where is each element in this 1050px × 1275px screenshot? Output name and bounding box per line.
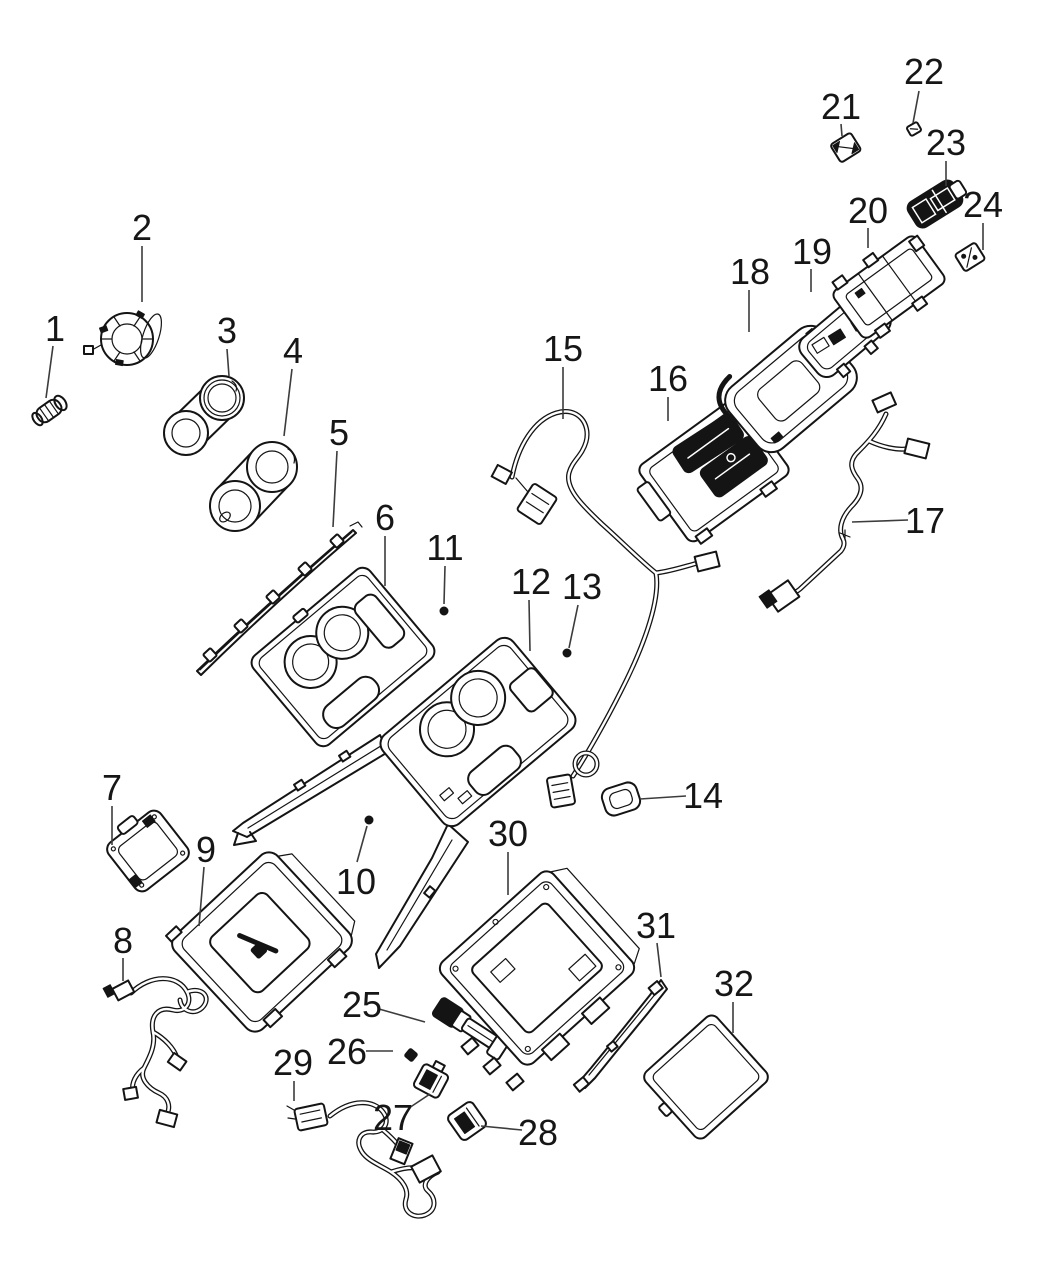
callout-19-label: 19 <box>792 231 832 272</box>
part-27-drawing <box>412 1059 450 1099</box>
callout-3-leader <box>226 348 230 377</box>
callout-7-label: 7 <box>102 767 122 808</box>
callout-17-label: 17 <box>905 500 945 541</box>
part-24-drawing <box>954 242 986 272</box>
part-31-drawing <box>572 979 668 1093</box>
callout-11-label: 11 <box>426 527 463 568</box>
part-15-drawing <box>490 409 721 809</box>
callout-5-label: 5 <box>329 412 349 453</box>
callout-25-leader <box>378 1008 426 1023</box>
part-8-drawing <box>102 976 209 1129</box>
callout-28-leader <box>480 1125 523 1131</box>
callout-17-leader <box>851 519 909 523</box>
part-20-drawing <box>831 234 946 339</box>
callout-2-label: 2 <box>132 207 152 248</box>
callout-14-label: 14 <box>683 775 723 816</box>
callout-8-label: 8 <box>113 920 133 961</box>
part-22-drawing <box>906 121 922 137</box>
callout-31-leader <box>656 942 662 978</box>
part-32-drawing <box>643 1014 769 1140</box>
callout-23-label: 23 <box>926 122 966 163</box>
callout-16-label: 16 <box>648 358 688 399</box>
callout-32-label: 32 <box>714 963 754 1004</box>
callout-12-label: 12 <box>511 561 551 602</box>
callout-1-leader <box>45 345 54 399</box>
callout-29-label: 29 <box>273 1042 313 1083</box>
part-23-drawing <box>906 179 968 229</box>
callout-22-label: 22 <box>904 51 944 92</box>
callout-10-label: 10 <box>336 861 376 902</box>
callout-9-leader <box>198 866 205 927</box>
callout-14-leader <box>639 795 687 800</box>
callout-21-label: 21 <box>821 86 861 127</box>
part-3-drawing <box>163 375 245 456</box>
callout-28-label: 28 <box>518 1112 558 1153</box>
callout-31-label: 31 <box>636 905 676 946</box>
callout-12-leader <box>528 599 531 652</box>
part-30-drawing <box>438 867 640 1092</box>
callout-4-leader <box>283 368 293 437</box>
part-10-drawing <box>364 815 374 825</box>
part-26-drawing <box>404 1048 418 1062</box>
callout-25-label: 25 <box>342 984 382 1025</box>
part-28-drawing <box>447 1101 487 1141</box>
callout-10-leader <box>356 825 368 863</box>
callout-9-label: 9 <box>196 829 216 870</box>
part-7-drawing <box>106 809 190 893</box>
part-29-drawing <box>286 1100 442 1219</box>
callout-20-label: 20 <box>848 190 888 231</box>
callout-13-leader <box>568 604 579 649</box>
callout-27-label: 27 <box>373 1097 413 1138</box>
part-1-drawing <box>31 394 68 427</box>
callout-5-leader <box>332 450 338 528</box>
part-17-drawing <box>758 391 931 613</box>
part-4-drawing <box>209 441 298 532</box>
callout-26-label: 26 <box>327 1031 367 1072</box>
callout-3-label: 3 <box>217 310 237 351</box>
callout-24-label: 24 <box>963 184 1003 225</box>
callout-18-label: 18 <box>730 251 770 292</box>
part-9-drawing <box>164 851 356 1033</box>
part-11-drawing <box>439 606 449 616</box>
callout-15-label: 15 <box>543 328 583 369</box>
part-12-drawing <box>232 636 577 969</box>
callout-6-label: 6 <box>375 497 395 538</box>
part-14-drawing <box>600 781 642 817</box>
callout-4-label: 4 <box>283 330 303 371</box>
part-5-drawing <box>196 521 363 676</box>
callout-30-label: 30 <box>488 813 528 854</box>
part-6-drawing <box>250 566 436 748</box>
callout-21-leader <box>840 123 843 137</box>
callout-13-label: 13 <box>562 566 602 607</box>
callout-11-leader <box>443 565 446 605</box>
callout-22-leader <box>912 90 920 124</box>
callout-1-label: 1 <box>45 308 65 349</box>
callout-27-leader <box>408 1093 431 1109</box>
part-13-drawing <box>562 648 572 658</box>
part-2-drawing <box>83 310 163 367</box>
part-21-drawing <box>830 132 862 163</box>
